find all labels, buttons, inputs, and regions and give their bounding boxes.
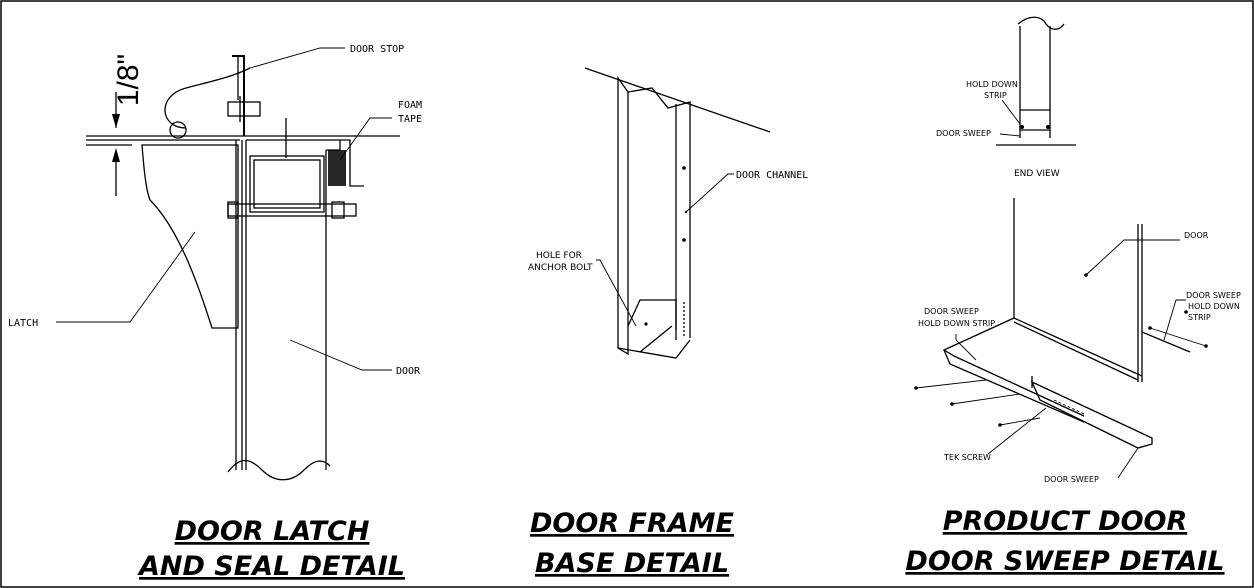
sweep-detail-drawing: HOLD DOWN STRIP DOOR SWEEP END VIEW DOOR bbox=[914, 16, 1241, 484]
hole-label-1: HOLE FOR bbox=[536, 251, 582, 261]
frame-title-line1: DOOR FRAME bbox=[530, 508, 735, 539]
end-view-label: END VIEW bbox=[1014, 169, 1060, 179]
door-sweep-bottom-label: DOOR SWEEP bbox=[1044, 475, 1099, 484]
door-stop-label: DOOR STOP bbox=[350, 44, 404, 55]
door-label-sweep: DOOR bbox=[1184, 231, 1209, 240]
dimension-label: 1/8" bbox=[112, 54, 145, 106]
door-sweep-end-label: DOOR SWEEP bbox=[936, 129, 991, 138]
door-channel-label: DOOR CHANNEL bbox=[736, 170, 808, 181]
sweep-right-label-1: DOOR SWEEP bbox=[1186, 291, 1241, 300]
sweep-left-label-2: HOLD DOWN STRIP bbox=[918, 319, 995, 328]
frame-title-line2: BASE DETAIL bbox=[535, 548, 729, 579]
sweep-title-line2: DOOR SWEEP DETAIL bbox=[905, 546, 1224, 577]
tek-screw-label: TEK SCREW bbox=[943, 453, 991, 462]
sweep-right-label-3: STRIP bbox=[1188, 313, 1211, 322]
latch-detail-drawing: 1/8" bbox=[8, 44, 422, 481]
latch-title-line2: AND SEAL DETAIL bbox=[137, 551, 405, 582]
frame-detail-drawing: DOOR CHANNEL HOLE FOR ANCHOR BOLT bbox=[528, 67, 808, 359]
hole-label-2: ANCHOR BOLT bbox=[528, 263, 593, 273]
sweep-right-label-2: HOLD DOWN bbox=[1188, 302, 1240, 311]
door-label-latch: DOOR bbox=[396, 366, 421, 377]
sweep-left-label-1: DOOR SWEEP bbox=[924, 307, 979, 316]
latch-title-line1: DOOR LATCH bbox=[175, 516, 370, 547]
hold-down-label-1: HOLD DOWN bbox=[966, 80, 1018, 89]
latch-label: LATCH bbox=[8, 318, 38, 329]
sweep-title-line1: PRODUCT DOOR bbox=[943, 506, 1188, 537]
hold-down-label-2: STRIP bbox=[984, 91, 1007, 100]
tape-label: TAPE bbox=[398, 114, 422, 125]
foam-label: FOAM bbox=[398, 100, 422, 111]
